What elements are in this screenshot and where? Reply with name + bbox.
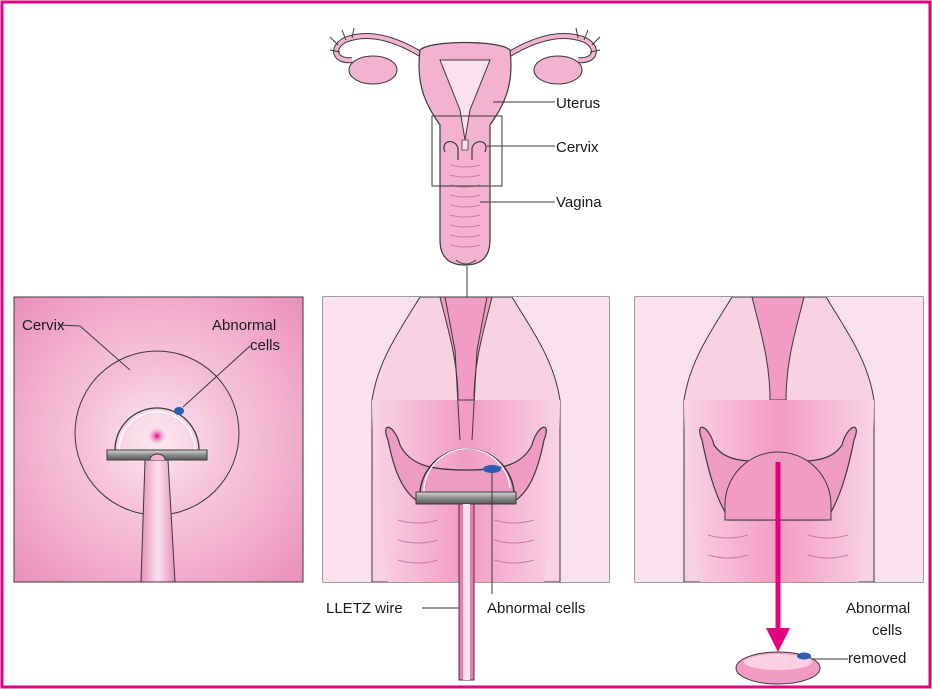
label-panel1-cervix: Cervix: [22, 317, 65, 334]
label-panel1-abnormal-line2: cells: [250, 337, 280, 354]
label-panel3-abnormal-line2: cells: [872, 622, 902, 639]
label-panel3-abnormal-line3: removed: [848, 650, 906, 667]
label-panel2-abnormal: Abnormal cells: [487, 600, 585, 617]
label-cervix-top: Cervix: [556, 139, 599, 156]
abnormal-cells-removed-spot: [797, 653, 811, 660]
label-panel3-abnormal-line1: Abnormal: [846, 600, 910, 617]
label-panel1-abnormal-line1: Abnormal: [212, 317, 276, 334]
label-uterus: Uterus: [556, 95, 600, 112]
abnormal-cells-spot: [174, 407, 184, 415]
label-vagina: Vagina: [556, 194, 602, 211]
abnormal-cells-spot-panel2: [483, 465, 501, 473]
label-lletz-wire: LLETZ wire: [326, 600, 403, 617]
